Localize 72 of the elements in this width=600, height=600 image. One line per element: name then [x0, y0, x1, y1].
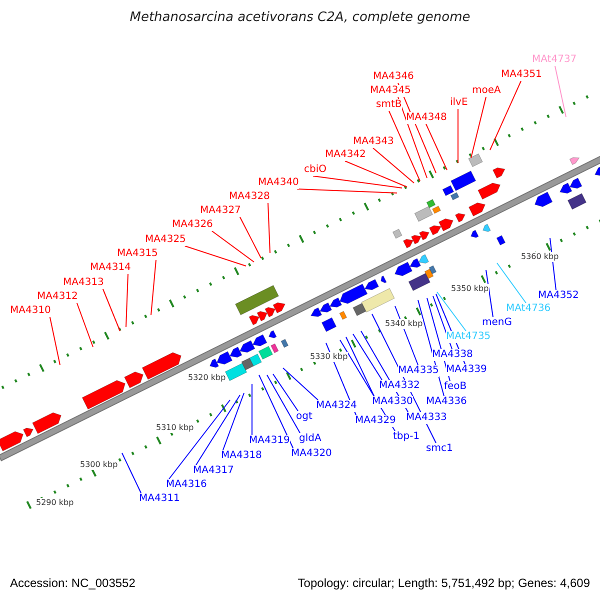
leader-line	[126, 274, 128, 328]
position-label: 5310 kbp	[156, 423, 194, 433]
position-label: 5300 kbp	[80, 460, 118, 470]
gene-label: MA4346	[373, 71, 414, 83]
gene-label: MA4338	[432, 349, 473, 361]
gene-label: MA4339	[446, 364, 487, 376]
gene-label: cbiO	[304, 164, 326, 176]
gene-label: MA4351	[501, 69, 542, 81]
footer-text: Topology: circular; Length: 5,751,492 bp; Genes: 4,609	[298, 576, 590, 590]
gene-label: MA4324	[316, 400, 357, 412]
position-label: 5360 kbp	[521, 252, 559, 262]
leader-line	[398, 96, 428, 178]
position-label: 5350 kbp	[451, 284, 489, 294]
leader-line	[554, 66, 566, 118]
gene-label: moeA	[472, 85, 501, 97]
leader-line	[352, 334, 382, 380]
gene-label: MA4345	[370, 85, 411, 97]
leader-line	[388, 110, 420, 182]
gene-label: tbp-1	[393, 431, 420, 443]
position-label: 5330 kbp	[310, 352, 348, 362]
gene-label: MA4326	[172, 219, 213, 231]
leader-line	[168, 400, 230, 480]
leader-line	[222, 392, 244, 450]
leader-line	[196, 394, 240, 466]
title: Methanosarcina acetivorans C2A, complete genome	[128, 10, 472, 26]
gene-label: MAt4735	[446, 331, 491, 343]
position-label: 5340 kbp	[385, 319, 423, 329]
gene-label: MA4343	[353, 136, 394, 148]
leader-line	[49, 316, 60, 366]
leader-line	[490, 80, 522, 150]
gene-label: MA4325	[145, 234, 186, 246]
leader-line	[426, 124, 448, 170]
gene-label: MA4340	[258, 177, 299, 189]
leader-line	[268, 202, 270, 254]
leader-line	[266, 374, 300, 434]
footer-text: Accession: NC_003552	[10, 576, 136, 590]
position-label: 5290 kbp	[36, 498, 74, 508]
leader-line	[272, 374, 298, 412]
leader-line	[102, 288, 120, 332]
leader-line	[239, 216, 262, 258]
gene-label: MA4348	[406, 112, 447, 124]
gene-label: MA4313	[63, 277, 104, 289]
gene-label: MA4310	[10, 305, 51, 317]
leader-line	[150, 260, 156, 316]
leader-line	[346, 336, 374, 396]
gene-label: MA4342	[325, 149, 366, 161]
gene-label: MA4335	[398, 365, 439, 377]
leader-line	[372, 148, 414, 184]
leader-line	[470, 96, 486, 158]
leader-line	[282, 368, 318, 400]
leader-line	[76, 302, 94, 348]
leader-line	[211, 230, 254, 262]
leader-line	[436, 292, 466, 332]
leader-line	[496, 262, 526, 304]
gene-label: MA4327	[200, 205, 241, 217]
leader-line	[258, 374, 294, 448]
gene-label: MA4333	[406, 412, 447, 424]
gene-label: MA4329	[355, 415, 396, 427]
gene-label: MA4332	[379, 380, 420, 392]
leader-line	[312, 176, 402, 188]
gene-label: MAt4737	[532, 54, 577, 66]
gene-label: MA4330	[372, 396, 413, 408]
leader-line	[122, 452, 142, 494]
leader-line	[184, 246, 246, 266]
leader-line	[344, 160, 408, 188]
leader-line	[296, 188, 398, 194]
position-label: 5320 kbp	[188, 373, 226, 383]
leader-line	[486, 270, 494, 318]
gene-label: ogt	[296, 411, 312, 423]
gene-label: smtB	[376, 99, 402, 111]
gene-label: MA4312	[37, 291, 78, 303]
gene-label: gldA	[299, 433, 322, 445]
